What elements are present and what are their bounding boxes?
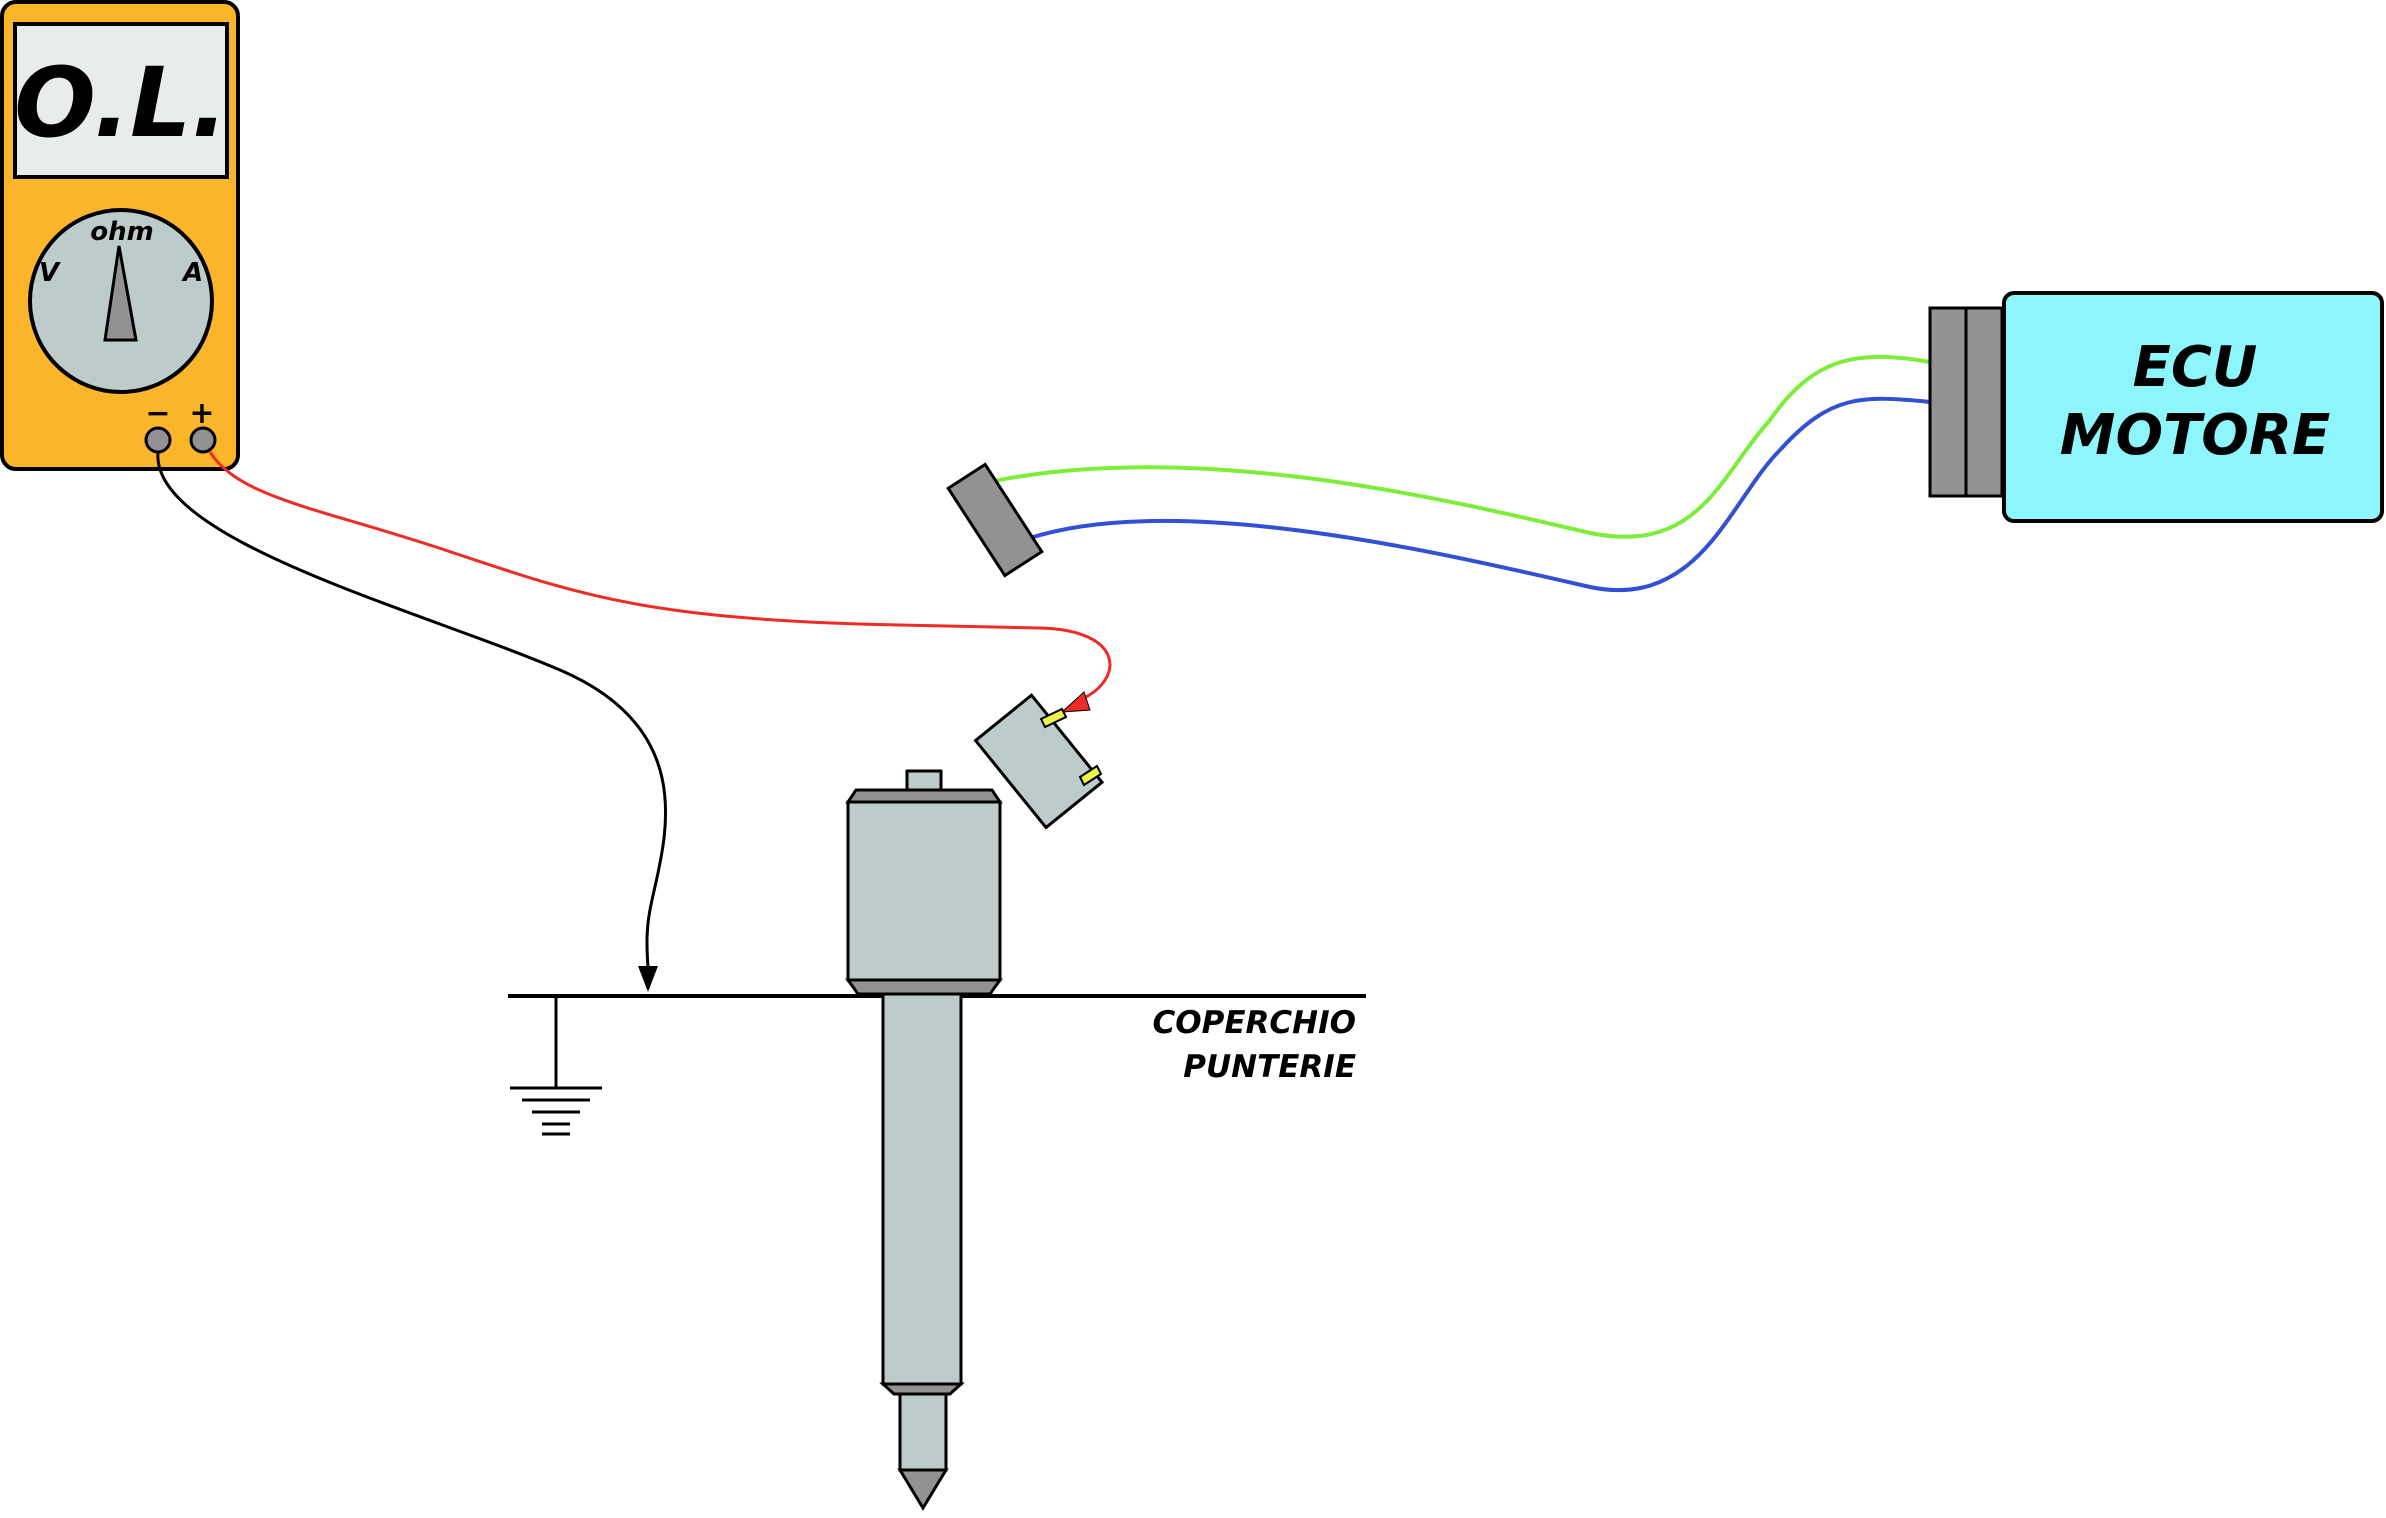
injector-nozzle-tip — [897, 1468, 949, 1511]
multimeter: O.L. ohm V A − + — [0, 0, 240, 471]
terminal-negative[interactable] — [144, 426, 172, 454]
terminal-label-negative: − — [145, 396, 170, 431]
injector — [845, 693, 1105, 1511]
ecu-unit: ECU MOTORE — [1928, 291, 2384, 523]
test-leads — [156, 451, 1112, 992]
terminal-positive[interactable] — [189, 426, 217, 454]
red-lead[interactable] — [208, 451, 1112, 702]
harness-connector[interactable] — [946, 462, 1044, 578]
black-lead-arrow — [638, 966, 658, 992]
ecu-body — [2002, 291, 2384, 523]
dial-label-volt: V — [39, 258, 61, 288]
ecu-label-line1: ECU — [2133, 335, 2258, 400]
red-lead-arrow — [1060, 691, 1091, 713]
injector-shaft — [881, 992, 963, 1386]
injector-pin-2[interactable] — [1078, 764, 1103, 787]
injector-connector — [973, 693, 1105, 830]
dial-pointer — [103, 245, 138, 342]
dial-label-ohm: ohm — [90, 217, 153, 247]
ecu-wiring — [946, 354, 1931, 593]
harness-connector-body[interactable] — [946, 462, 1044, 578]
black-lead[interactable] — [156, 451, 667, 969]
injector-nozzle — [898, 1392, 948, 1472]
dial-label-amp: A — [181, 258, 203, 288]
injector-connector-housing — [973, 693, 1105, 830]
valve-cover-label-2: PUNTERIE — [1183, 1049, 1356, 1085]
blue-wire[interactable] — [1029, 396, 1931, 593]
green-wire[interactable] — [993, 354, 1931, 539]
terminal-label-positive: + — [189, 396, 214, 431]
injector-body-top-band — [845, 788, 1003, 804]
ecu-connector-outer[interactable] — [1928, 306, 1968, 498]
injector-top-cap — [905, 769, 943, 793]
ecu-label-line2: MOTORE — [2060, 403, 2331, 468]
injector-pin-1[interactable] — [1039, 707, 1068, 729]
valve-cover-label-1: COPERCHIO — [1153, 1005, 1356, 1041]
multimeter-display — [13, 22, 229, 179]
display-reading: O.L. — [14, 47, 228, 159]
injector-body-bottom-band — [845, 978, 1003, 996]
injector-body — [846, 800, 1002, 982]
injector-shaft-band — [879, 1382, 965, 1396]
ecu-connector-inner[interactable] — [1964, 306, 2004, 498]
